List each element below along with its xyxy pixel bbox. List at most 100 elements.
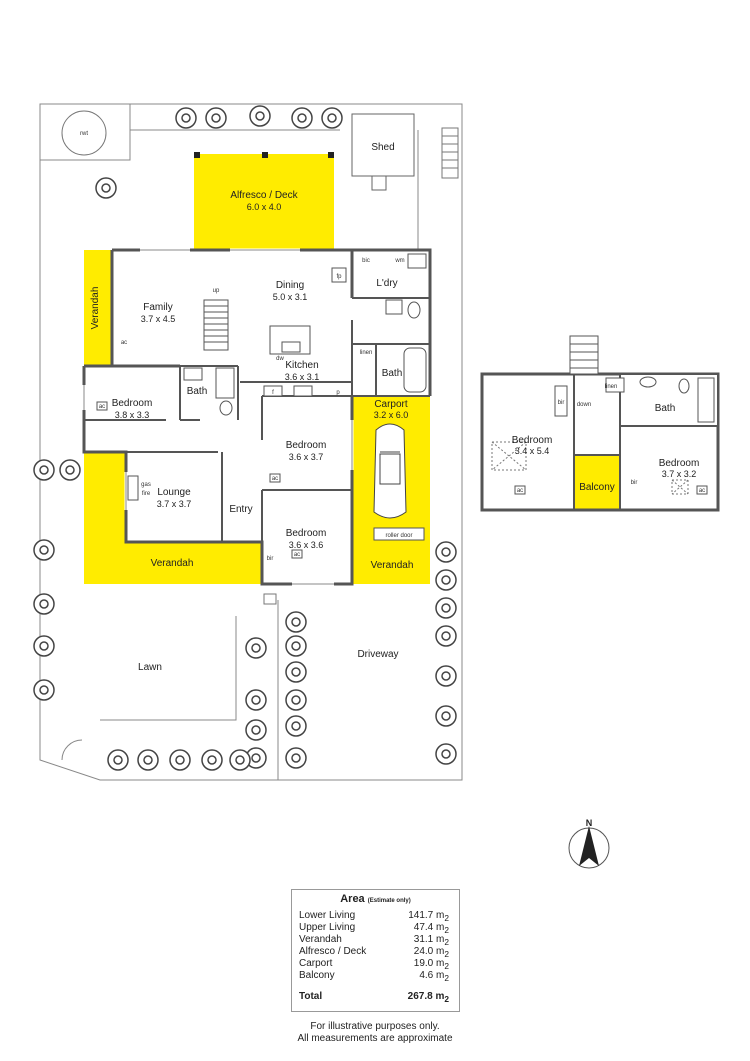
bath-ensuite-label: Bath	[187, 386, 208, 397]
area-row-unit: 2	[444, 961, 449, 971]
balcony	[574, 455, 620, 511]
dining-dim: 5.0 x 3.1	[273, 292, 308, 302]
carport-dim: 3.2 x 6.0	[374, 410, 409, 420]
tree-icon-core	[291, 753, 301, 763]
ac-label: ac	[517, 488, 523, 494]
bedroom2-label: Bedroom	[286, 440, 327, 451]
bedroom3-label: Bedroom	[286, 528, 327, 539]
area-row-name: Balcony	[299, 970, 335, 981]
room-labels: Alfresco / Deck 6.0 x 4.0 Verandah Dinin…	[90, 190, 413, 673]
bedroom2-dim: 3.6 x 3.7	[289, 452, 324, 462]
tree-icon-core	[181, 113, 191, 123]
lounge-dim: 3.7 x 3.7	[157, 499, 192, 509]
balcony-label: Balcony	[579, 482, 615, 493]
tree-icon-core	[251, 753, 261, 763]
tree-icon-core	[327, 113, 337, 123]
gas-label: gas	[141, 482, 151, 488]
garden-fences	[61, 600, 279, 780]
ac-label: ac	[272, 476, 278, 482]
f-label: f	[272, 390, 274, 396]
tree-icon-core	[441, 749, 451, 759]
tree-icon-core	[211, 113, 221, 123]
disclaimer-line1: For illustrative purposes only.	[310, 1021, 440, 1032]
walls	[82, 248, 432, 586]
fridge-space	[263, 385, 283, 397]
kitchen-label: Kitchen	[285, 360, 318, 371]
dw-label: dw	[276, 356, 284, 362]
lawn-label: Lawn	[138, 662, 162, 673]
fp-label: fp	[336, 274, 342, 280]
trees	[33, 105, 457, 771]
fire-label: fire	[142, 491, 151, 497]
tree-icon-core	[441, 547, 451, 557]
area-row-unit: 2	[444, 937, 449, 947]
verandah-left	[84, 250, 112, 366]
stairs-lower	[203, 299, 229, 351]
up-bedroom1-dim: 3.4 x 5.4	[515, 446, 550, 456]
tree-icon-core	[39, 641, 49, 651]
up-bedroom2-dim: 3.7 x 3.2	[662, 469, 697, 479]
area-row-unit: 2	[444, 925, 449, 935]
area-total-name: Total	[299, 991, 323, 1002]
up-bath-label: Bath	[655, 403, 676, 414]
family-dim: 3.7 x 4.5	[141, 314, 176, 324]
up-label: up	[213, 288, 220, 294]
tree-icon-core	[39, 685, 49, 695]
shed-label: Shed	[371, 142, 394, 153]
tree-icon-core	[441, 631, 451, 641]
entry-label: Entry	[229, 504, 252, 515]
verandah-left-label: Verandah	[90, 287, 101, 330]
area-row-name: Lower Living	[299, 910, 356, 921]
ac-label: ac	[121, 340, 127, 346]
tree-icon-core	[39, 545, 49, 555]
area-row: Balcony 4.6 m2	[299, 970, 449, 983]
bedroom1-dim: 3.8 x 3.3	[115, 410, 150, 420]
area-row: Upper Living 47.4 m2	[299, 922, 449, 935]
laundry-label: L'dry	[376, 278, 397, 289]
lounge-label: Lounge	[157, 487, 191, 498]
disclaimer-line2: All measurements are approximate	[297, 1033, 453, 1044]
floor-plan: rwt Shed	[33, 103, 720, 869]
rainwater-tank-area	[39, 103, 131, 161]
tree-icon-core	[291, 695, 301, 705]
dining-label: Dining	[276, 280, 304, 291]
tree-icon-core	[101, 183, 111, 193]
tree-icon-core	[255, 111, 265, 121]
tree-icon-core	[251, 695, 261, 705]
rwt-label: rwt	[80, 131, 88, 137]
area-row-value: 19.0 m	[413, 958, 445, 969]
ac-label: ac	[699, 488, 705, 494]
bic-label: bic	[362, 258, 370, 264]
tree-icon-core	[113, 755, 123, 765]
tree-icon-core	[143, 755, 153, 765]
area-row: Verandah 31.1 m2	[299, 934, 449, 947]
tree-icon-core	[235, 755, 245, 765]
linen-label: linen	[360, 350, 373, 356]
tree-icon-core	[291, 667, 301, 677]
tree-icon-core	[441, 711, 451, 721]
tree-icon-core	[297, 113, 307, 123]
area-row-unit: 2	[444, 973, 449, 983]
tree-icon-core	[291, 617, 301, 627]
roller-door-label: roller door	[385, 533, 412, 539]
rainwater-tank	[61, 110, 107, 156]
area-row-value: 141.7 m	[408, 910, 445, 921]
tree-icon-core	[207, 755, 217, 765]
tree-icon-core	[251, 725, 261, 735]
tree-icon-core	[291, 721, 301, 731]
area-row-value: 47.4 m	[413, 922, 445, 933]
steps-rear	[441, 127, 459, 179]
area-row: Lower Living 141.7 m2	[299, 910, 449, 923]
upper-bir-label: bir	[558, 400, 565, 406]
disclaimer: For illustrative purposes only. All meas…	[265, 1021, 485, 1045]
tree-icon-core	[441, 603, 451, 613]
tree-icon-core	[39, 465, 49, 475]
tree-icon-core	[441, 671, 451, 681]
area-table: Area (Estimate only) Lower Living 141.7 …	[291, 889, 460, 1012]
upper-linen-label: linen	[605, 384, 618, 390]
family-label: Family	[143, 302, 172, 313]
tree-icon-core	[291, 641, 301, 651]
kitchen-dim: 3.6 x 3.1	[285, 372, 320, 382]
wm-label: wm	[394, 258, 404, 264]
tree-icon-core	[39, 599, 49, 609]
